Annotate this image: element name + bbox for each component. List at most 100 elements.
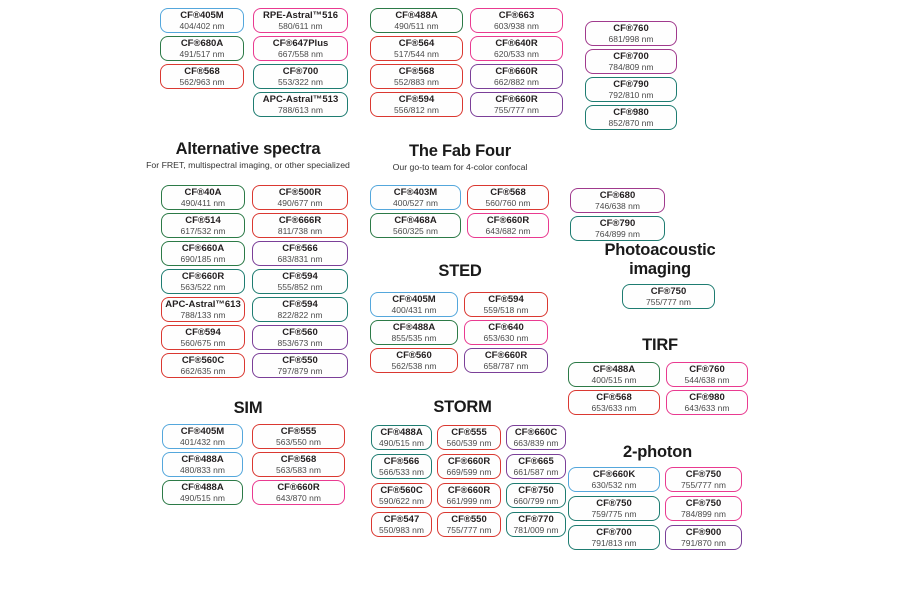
dye-wavelengths: 559/518 nm bbox=[483, 305, 529, 315]
dye-name: CF®790 bbox=[613, 79, 649, 90]
dye-name: CF®550 bbox=[282, 355, 318, 366]
dye-wavelengths: 784/809 nm bbox=[608, 62, 654, 72]
section-fab-four: The Fab Four Our go-to team for 4-color … bbox=[360, 142, 560, 172]
dye-name: CF®660K bbox=[592, 469, 636, 480]
dye-wavelengths: 517/544 nm bbox=[394, 49, 439, 59]
dye-wavelengths: 853/673 nm bbox=[277, 338, 323, 348]
dye-name: CF®564 bbox=[398, 38, 435, 49]
dye-wavelengths: 658/787 nm bbox=[483, 361, 529, 371]
dye-name: APC-Astral™513 bbox=[262, 94, 339, 105]
dye-name: CF®568 bbox=[490, 187, 526, 198]
dye-wavelengths: 556/812 nm bbox=[394, 105, 439, 115]
dye-wavelengths: 791/870 nm bbox=[681, 538, 726, 548]
dye-name: CF®488A bbox=[392, 322, 436, 333]
dye-wavelengths: 759/775 nm bbox=[591, 509, 637, 519]
dye-name: CF®560C bbox=[181, 355, 225, 366]
section-storm: STORM bbox=[360, 398, 565, 417]
dye-name: CF®660A bbox=[181, 243, 225, 254]
dye-name: CF®568 bbox=[184, 66, 220, 77]
dye-name: CF®405M bbox=[392, 294, 436, 305]
dye-wavelengths: 560/760 nm bbox=[485, 198, 531, 208]
dye-name: CF®403M bbox=[393, 187, 438, 198]
dye-wavelengths: 480/833 nm bbox=[180, 465, 225, 475]
dye-wavelengths: 490/515 nm bbox=[379, 438, 424, 448]
dye-wavelengths: 580/611 nm bbox=[278, 21, 323, 31]
dye-wavelengths: 552/883 nm bbox=[394, 77, 439, 87]
dye-wavelengths: 788/613 nm bbox=[278, 105, 323, 115]
dye-wavelengths: 791/813 nm bbox=[591, 538, 637, 548]
dye-wavelengths: 490/515 nm bbox=[180, 493, 225, 503]
dye-wavelengths: 560/539 nm bbox=[446, 438, 492, 448]
dye-name: CF®640 bbox=[488, 322, 524, 333]
dye-wavelengths: 797/879 nm bbox=[277, 366, 323, 376]
section-subtitle: Our go-to team for 4-color confocal bbox=[392, 162, 528, 172]
dye-name: CF®594 bbox=[185, 327, 221, 338]
dye-wavelengths: 553/322 nm bbox=[278, 77, 323, 87]
dye-name: APC-Astral™613 bbox=[165, 299, 241, 310]
dye-name: CF®550 bbox=[451, 514, 487, 525]
dye-wavelengths: 662/882 nm bbox=[494, 77, 539, 87]
dye-wavelengths: 544/638 nm bbox=[684, 375, 730, 385]
dye-wavelengths: 764/899 nm bbox=[595, 229, 640, 239]
dye-wavelengths: 855/535 nm bbox=[391, 333, 437, 343]
dye-wavelengths: 662/635 nm bbox=[180, 366, 226, 376]
dye-wavelengths: 617/532 nm bbox=[180, 226, 226, 236]
dye-wavelengths: 669/599 nm bbox=[446, 467, 492, 477]
dye-wavelengths: 490/511 nm bbox=[394, 21, 439, 31]
dye-name: CF®700 bbox=[282, 66, 319, 77]
dye-wavelengths: 755/777 nm bbox=[494, 105, 539, 115]
dye-name: CF®750 bbox=[596, 498, 632, 509]
dye-name: CF®663 bbox=[498, 10, 535, 21]
section-title: SIM bbox=[233, 399, 263, 417]
dye-wavelengths: 630/532 nm bbox=[591, 480, 637, 490]
section-title: STED bbox=[438, 262, 482, 280]
dye-wavelengths: 555/852 nm bbox=[277, 282, 323, 292]
dye-wavelengths: 781/009 nm bbox=[513, 525, 559, 535]
dye-wavelengths: 667/558 nm bbox=[278, 49, 323, 59]
